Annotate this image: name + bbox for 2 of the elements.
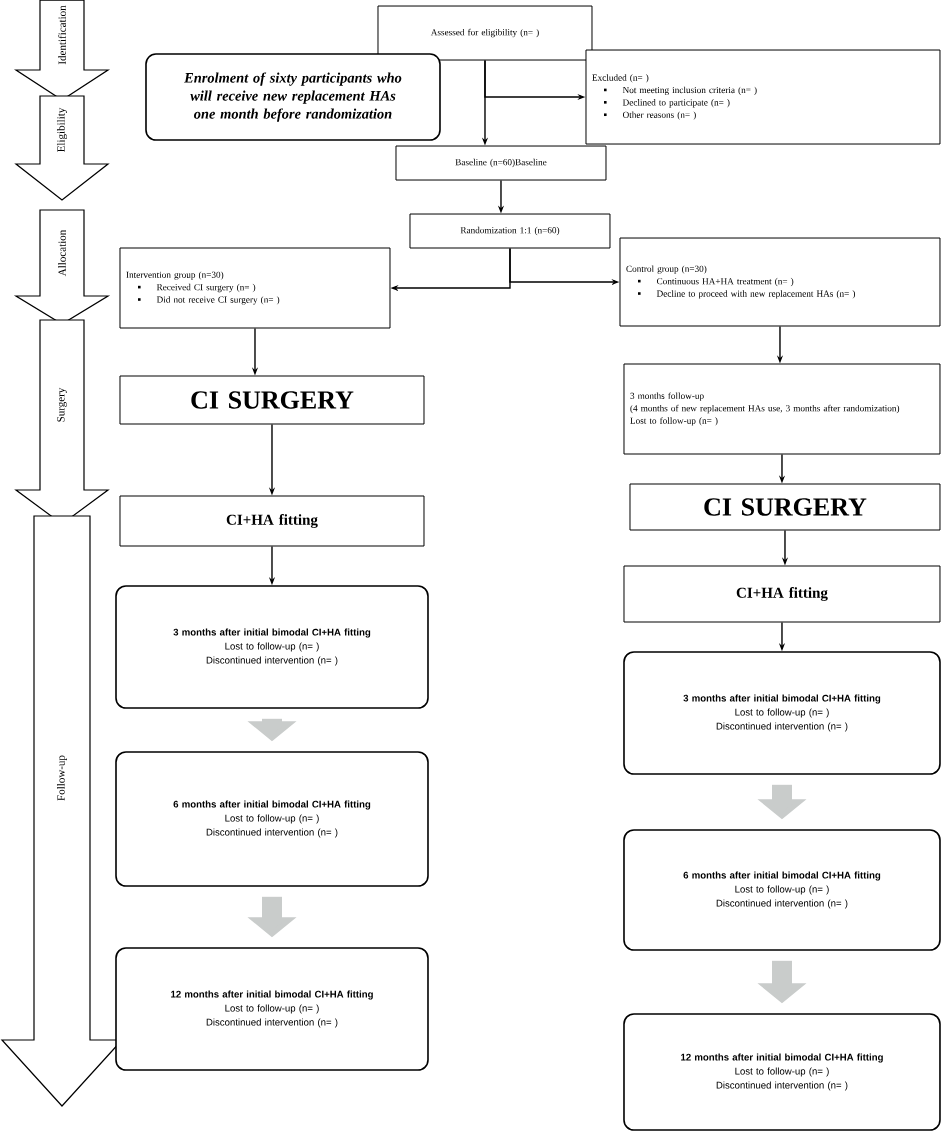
process-box: CI SURGERY	[629, 483, 941, 531]
process-box: CI SURGERY	[119, 375, 425, 425]
